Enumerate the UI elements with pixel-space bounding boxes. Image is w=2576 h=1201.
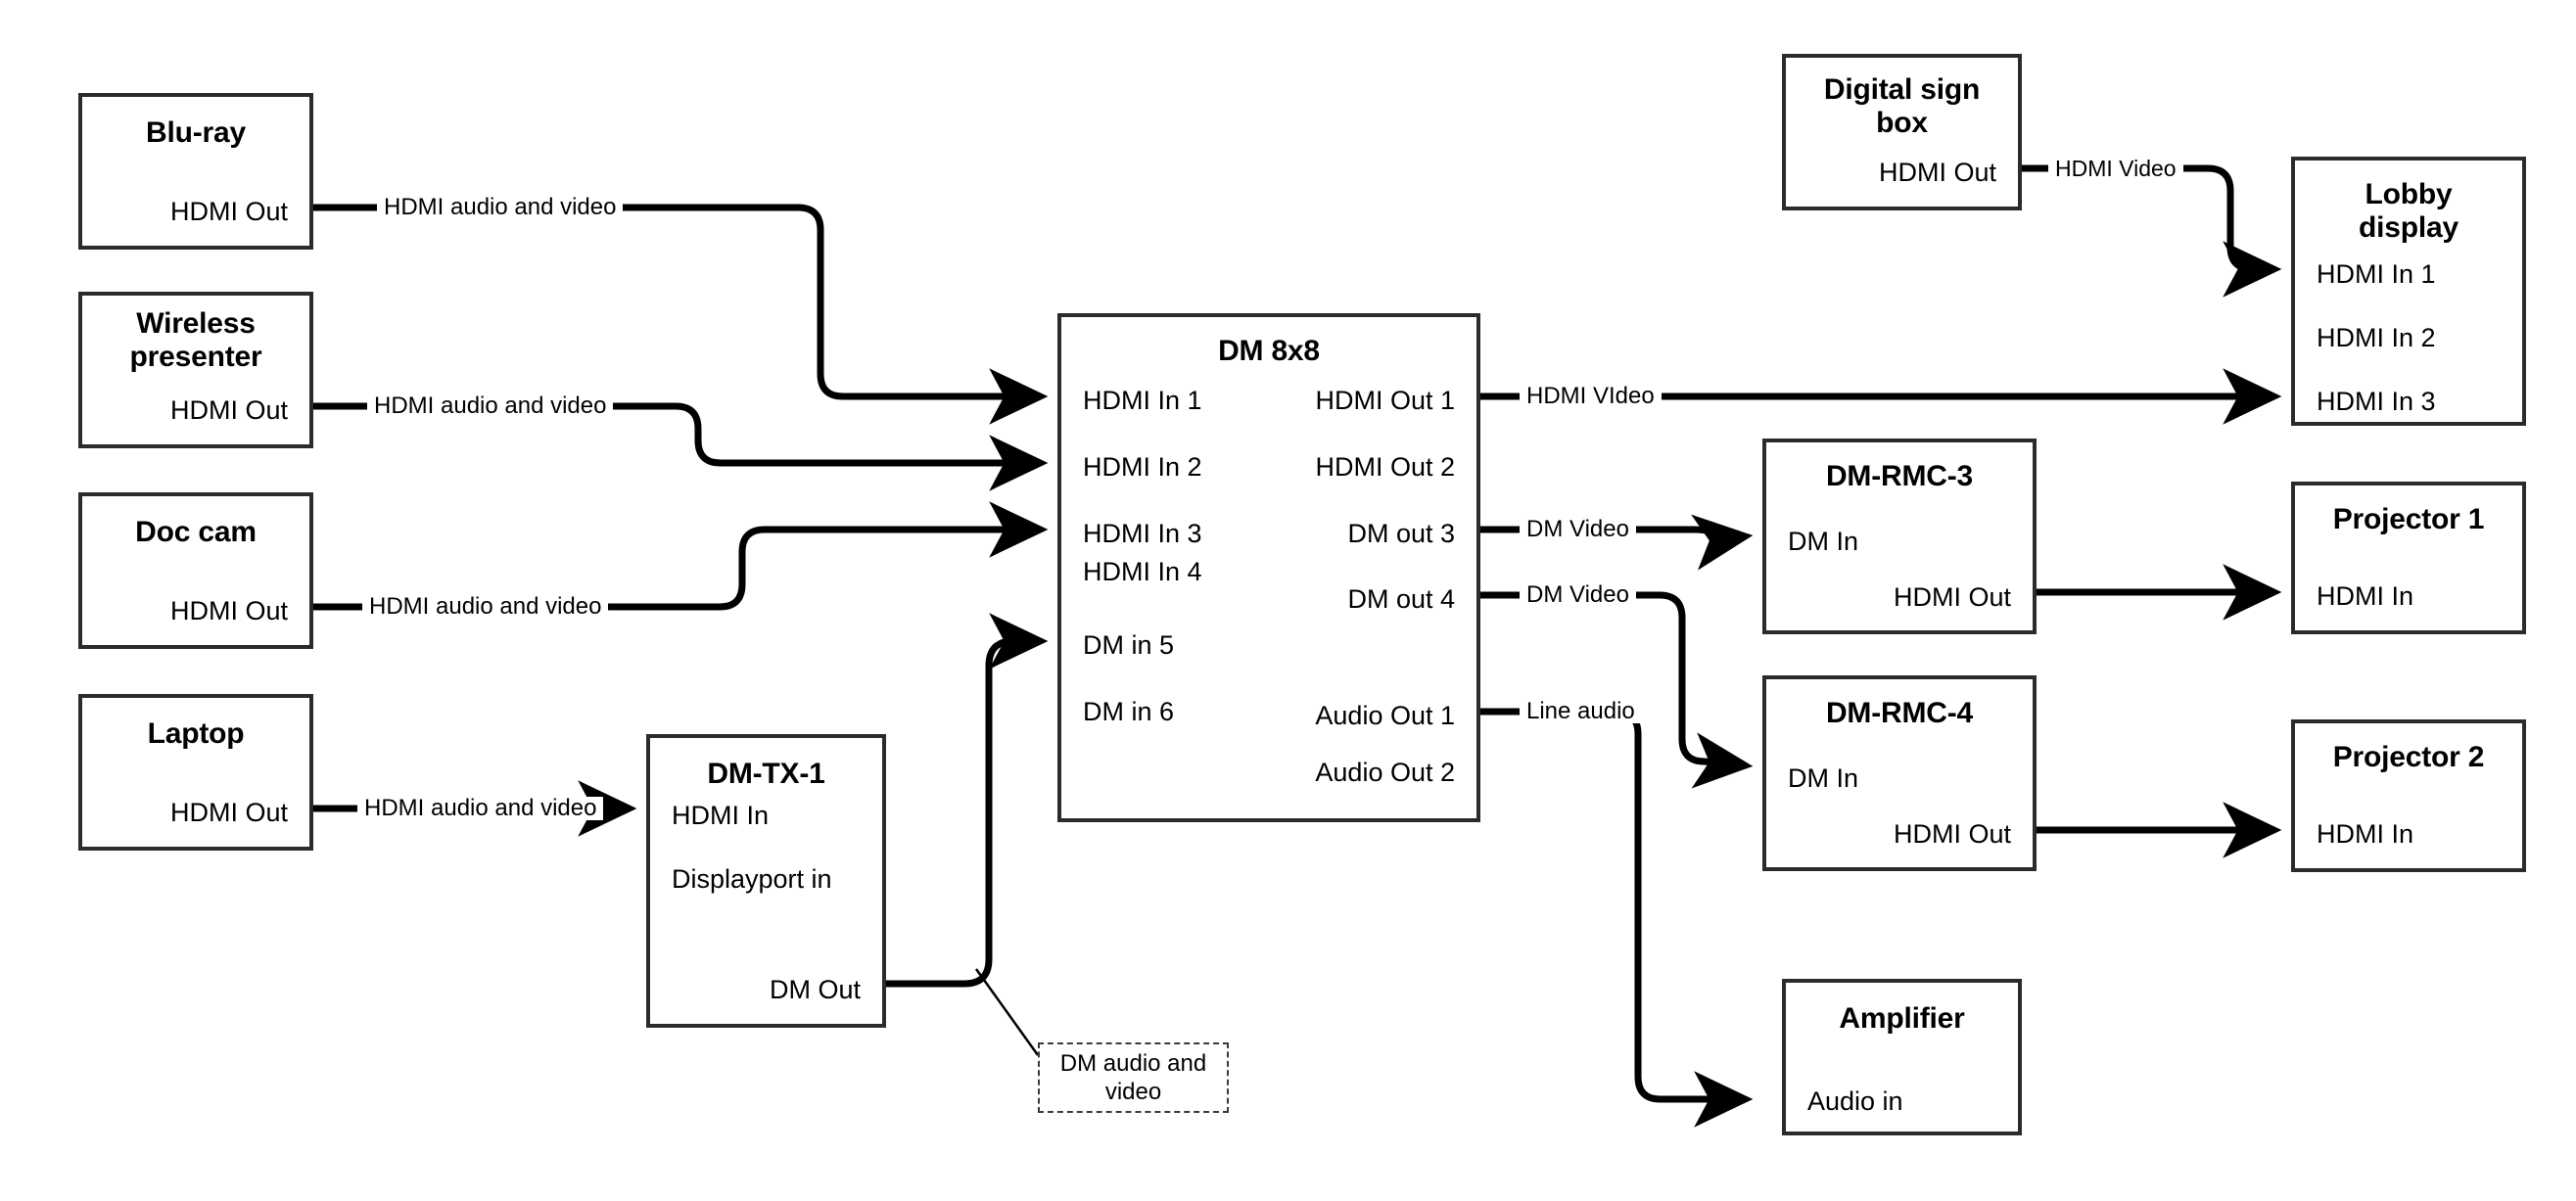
- device-dm-rmc-3[interactable]: DM-RMC-3 DM In HDMI Out: [1762, 439, 2037, 634]
- device-title: Projector 1: [2332, 503, 2485, 535]
- wire-dm-out3-to-rmc3: [1480, 514, 1754, 571]
- port-hdmi-in-1[interactable]: HDMI In 1: [1083, 386, 1202, 415]
- device-title: Blu-ray: [146, 116, 246, 149]
- wire-dm-audioout1-to-amplifier: [1480, 708, 1754, 1128]
- wire-bluray-to-dm-in1: [313, 204, 1049, 425]
- device-title: Amplifier: [1839, 1002, 1965, 1035]
- port-hdmi-in-3[interactable]: HDMI In 3: [1083, 519, 1202, 548]
- wire-label-sign-hdmi-video: HDMI Video: [2048, 158, 2183, 180]
- wire-dm-out4-to-rmc4: [1480, 591, 1754, 789]
- device-title: DM-TX-1: [707, 758, 825, 790]
- port-hdmi-in[interactable]: HDMI In: [2317, 581, 2414, 611]
- port-audio-in[interactable]: Audio in: [1807, 1086, 1903, 1116]
- device-dm-8x8[interactable]: DM 8x8 HDMI In 1 HDMI In 2 HDMI In 3 HDM…: [1057, 313, 1480, 822]
- port-dm-in[interactable]: DM In: [1788, 763, 1859, 793]
- wire-sign-to-lobby-in1: [2022, 164, 2282, 298]
- device-digital-sign-box[interactable]: Digital sign box HDMI Out: [1782, 54, 2022, 210]
- wire-label-dm-video-3: DM Video: [1520, 518, 1636, 541]
- port-dm-out-4[interactable]: DM out 4: [1347, 584, 1455, 614]
- device-doc-cam[interactable]: Doc cam HDMI Out: [78, 492, 313, 649]
- device-laptop[interactable]: Laptop HDMI Out: [78, 694, 313, 851]
- port-dm-out[interactable]: DM Out: [769, 975, 861, 1004]
- port-hdmi-in[interactable]: HDMI In: [2317, 819, 2414, 849]
- port-hdmi-out[interactable]: HDMI Out: [169, 197, 288, 226]
- port-audio-out-2[interactable]: Audio Out 2: [1315, 758, 1455, 787]
- device-title-line1: Digital sign: [1823, 73, 1981, 106]
- annotation-dm-audio-and-video: DM audio and video: [1038, 1042, 1229, 1113]
- wire-label-dm-video-4: DM Video: [1520, 583, 1636, 607]
- port-displayport-in[interactable]: Displayport in: [672, 864, 832, 894]
- port-hdmi-out-2[interactable]: HDMI Out 2: [1315, 452, 1455, 482]
- port-dm-in-5[interactable]: DM in 5: [1083, 630, 1175, 660]
- device-title: DM-RMC-3: [1825, 460, 1974, 492]
- port-dm-in[interactable]: DM In: [1788, 527, 1859, 556]
- port-hdmi-in-3[interactable]: HDMI In 3: [2317, 387, 2436, 416]
- port-hdmi-out[interactable]: HDMI Out: [169, 395, 288, 425]
- device-title: Doc cam: [135, 516, 257, 548]
- device-title-line2: display: [2359, 211, 2459, 244]
- device-projector-1[interactable]: Projector 1 HDMI In: [2291, 482, 2526, 634]
- port-hdmi-out[interactable]: HDMI Out: [1878, 158, 1996, 187]
- port-audio-out-1[interactable]: Audio Out 1: [1315, 701, 1455, 730]
- port-hdmi-in-4[interactable]: HDMI In 4: [1083, 557, 1202, 586]
- note-leader-line: [974, 968, 1040, 1056]
- port-hdmi-out[interactable]: HDMI Out: [169, 798, 288, 827]
- wire-label-hdmi-video-lobby: HDMI VIdeo: [1520, 385, 1662, 408]
- device-amplifier[interactable]: Amplifier Audio in: [1782, 979, 2022, 1135]
- wire-label-bluray: HDMI audio and video: [377, 196, 624, 219]
- port-dm-out-3[interactable]: DM out 3: [1347, 519, 1455, 548]
- port-hdmi-out-1[interactable]: HDMI Out 1: [1315, 386, 1455, 415]
- annotation-line-2: video: [1104, 1079, 1162, 1105]
- device-title: Laptop: [147, 717, 245, 750]
- port-dm-in-6[interactable]: DM in 6: [1083, 697, 1175, 726]
- device-wireless-presenter[interactable]: Wireless presenter HDMI Out: [78, 292, 313, 448]
- device-dm-rmc-4[interactable]: DM-RMC-4 DM In HDMI Out: [1762, 675, 2037, 871]
- wire-dmtx1-to-dm-in5: [886, 613, 1049, 988]
- device-title-line2: box: [1876, 107, 1928, 139]
- port-hdmi-out[interactable]: HDMI Out: [1893, 819, 2011, 849]
- device-title-line1: Lobby: [2365, 178, 2453, 210]
- wire-label-doccam: HDMI audio and video: [362, 595, 609, 619]
- device-dm-tx-1[interactable]: DM-TX-1 HDMI In Displayport in DM Out: [646, 734, 886, 1028]
- port-hdmi-out[interactable]: HDMI Out: [1893, 582, 2011, 612]
- annotation-line-1: DM audio and: [1059, 1049, 1207, 1077]
- device-projector-2[interactable]: Projector 2 HDMI In: [2291, 719, 2526, 872]
- port-hdmi-out[interactable]: HDMI Out: [169, 596, 288, 625]
- device-title-line2: presenter: [129, 341, 262, 373]
- port-hdmi-in[interactable]: HDMI In: [672, 801, 770, 830]
- device-title: DM 8x8: [1218, 335, 1320, 367]
- device-title: DM-RMC-4: [1825, 697, 1974, 729]
- device-title-line1: Wireless: [136, 307, 256, 340]
- port-hdmi-in-2[interactable]: HDMI In 2: [1083, 452, 1202, 482]
- wire-wireless-to-dm-in2: [313, 402, 1049, 491]
- device-bluray[interactable]: Blu-ray HDMI Out: [78, 93, 313, 250]
- wire-doccam-to-dm-in3: [313, 501, 1049, 611]
- wire-label-line-audio: Line audio: [1520, 700, 1642, 723]
- device-title: Projector 2: [2332, 741, 2485, 773]
- port-hdmi-in-2[interactable]: HDMI In 2: [2317, 323, 2436, 352]
- device-lobby-display[interactable]: Lobby display HDMI In 1 HDMI In 2 HDMI I…: [2291, 157, 2526, 426]
- wire-label-wireless: HDMI audio and video: [367, 394, 614, 418]
- wire-label-laptop: HDMI audio and video: [357, 797, 604, 820]
- port-hdmi-in-1[interactable]: HDMI In 1: [2317, 259, 2436, 289]
